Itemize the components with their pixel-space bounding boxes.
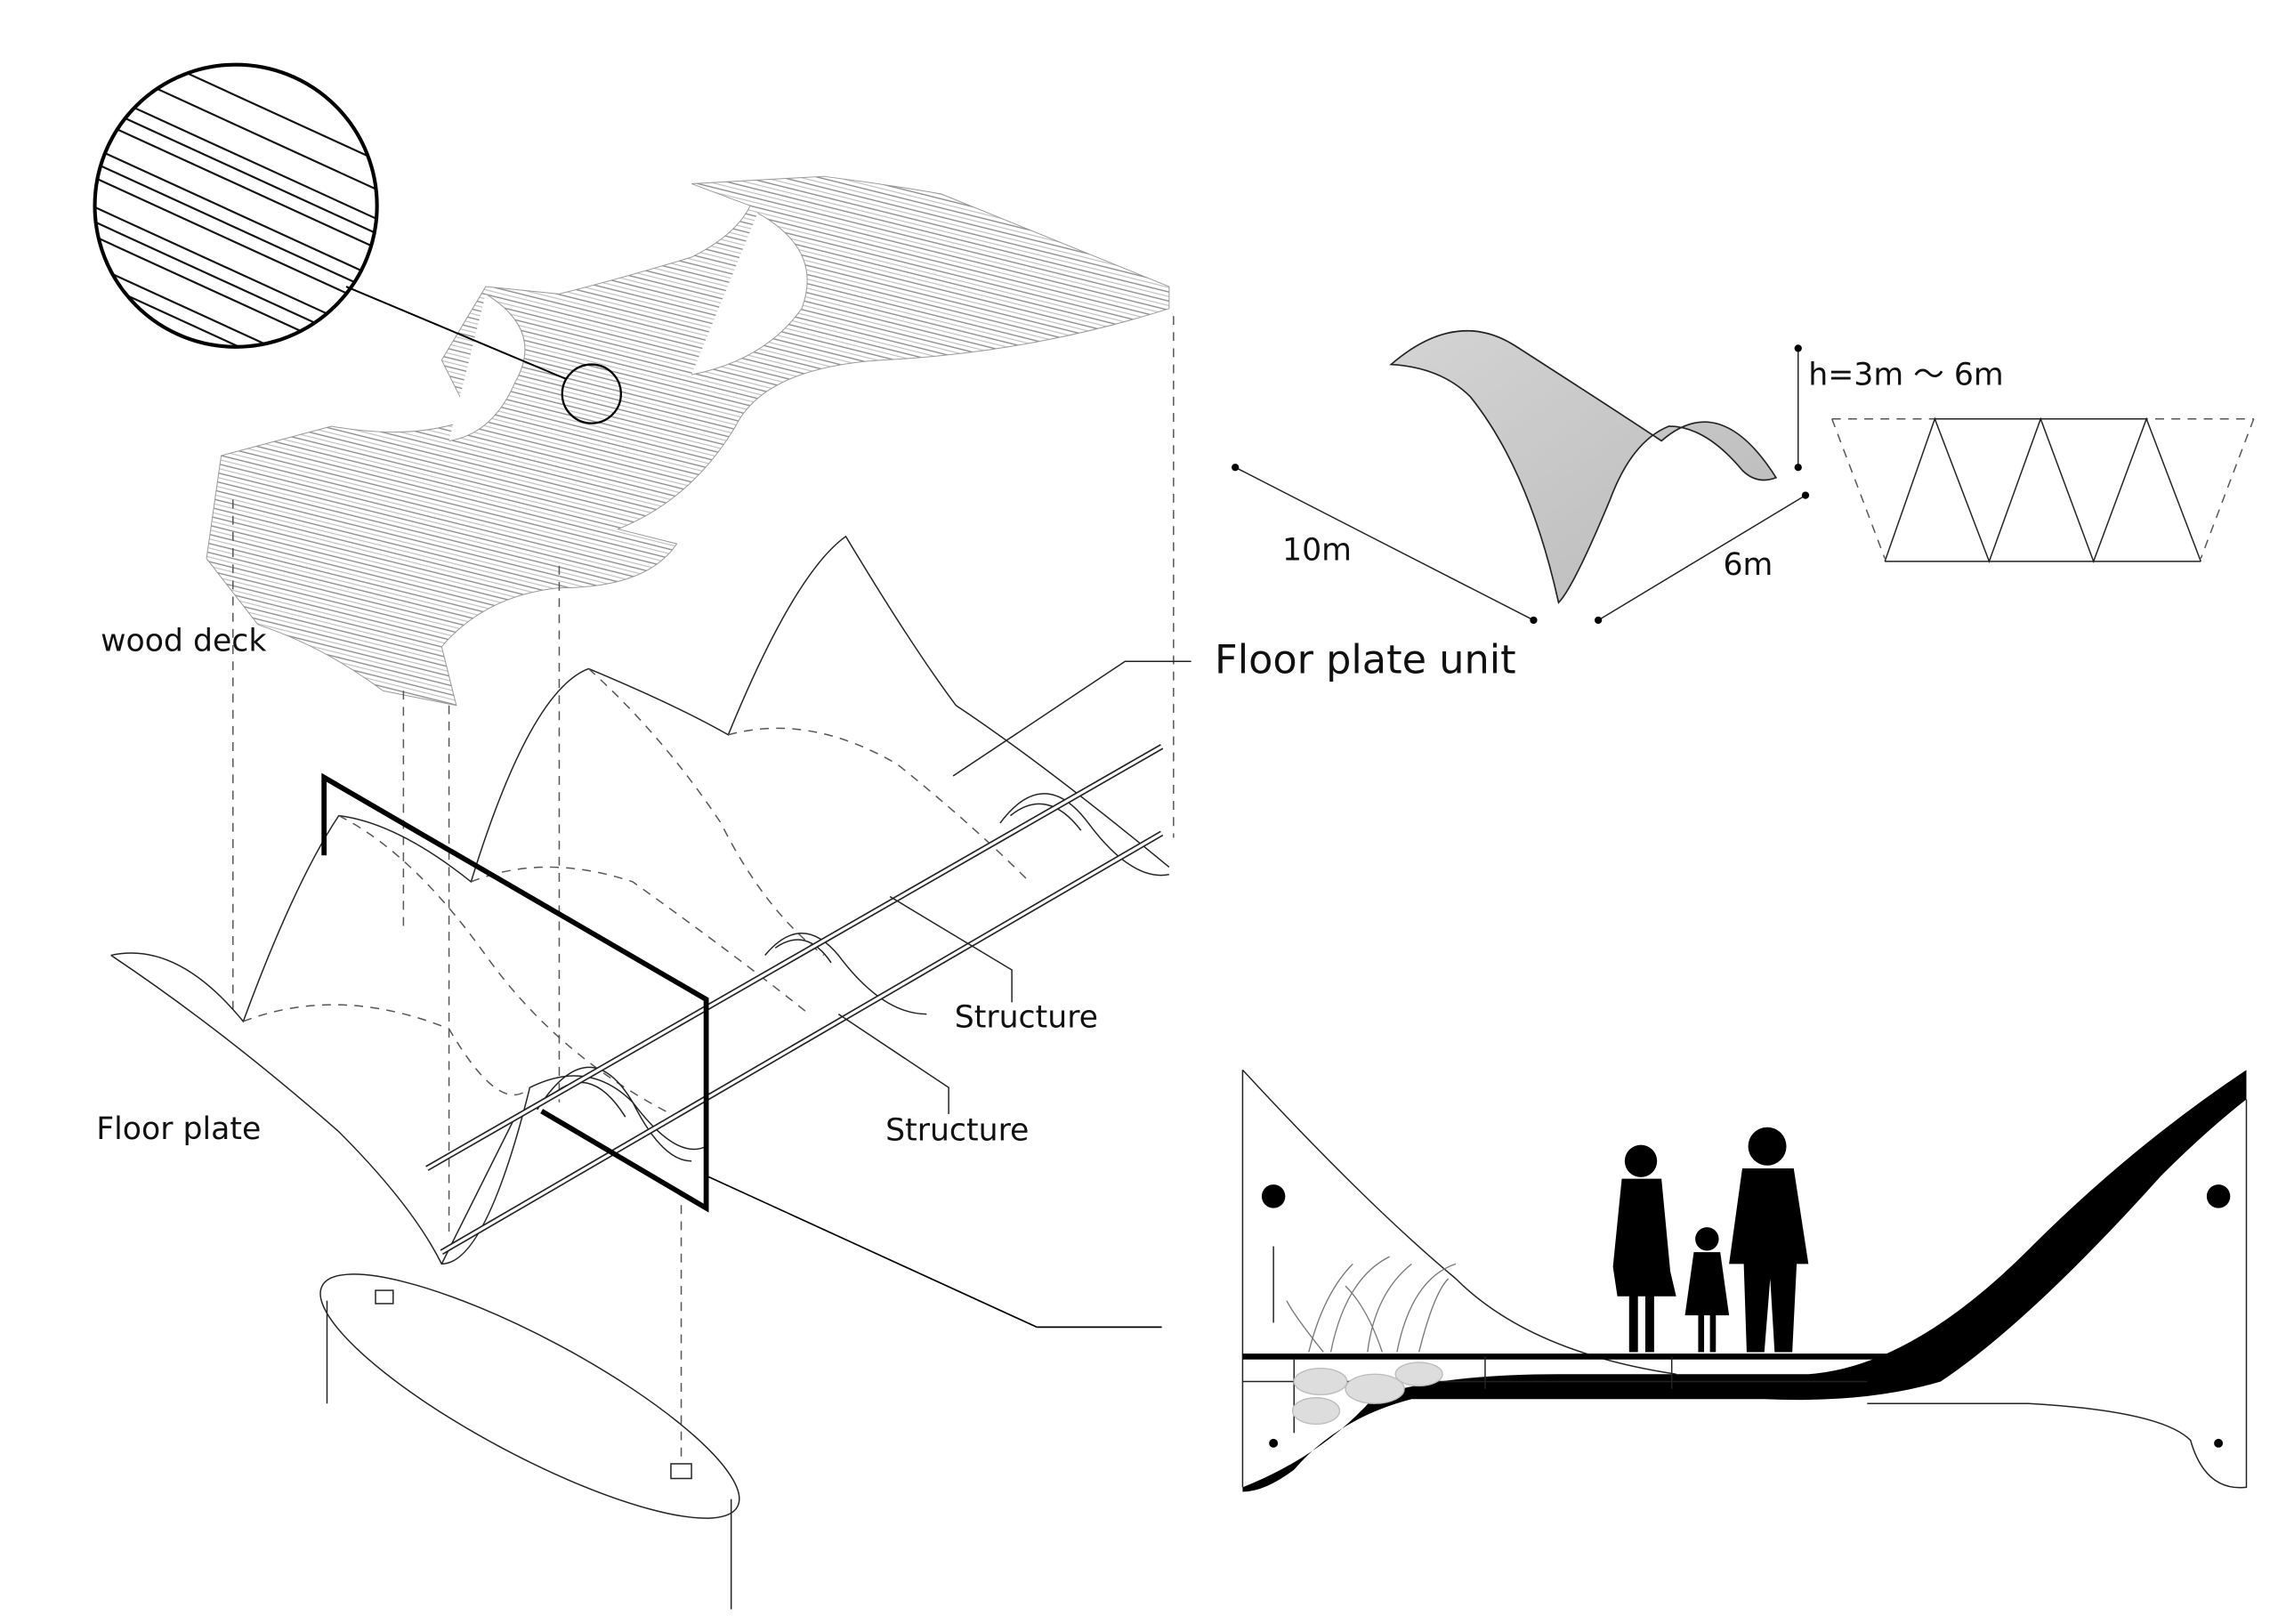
section-frame	[321, 772, 1162, 1329]
label-wood-deck: wood deck	[101, 624, 266, 659]
label-length: 10m	[1282, 532, 1352, 568]
label-height-range: h=3m ～ 6m	[1808, 358, 2003, 393]
label-floor-plate-unit: Floor plate unit	[1215, 636, 1516, 683]
section-drawing	[1241, 1069, 2248, 1492]
child-silhouette	[1684, 1227, 1730, 1353]
label-structure-1: Structure	[955, 999, 1098, 1035]
wood-deck	[206, 175, 1170, 707]
column	[319, 1273, 740, 1610]
floor-plate-unit-shell	[1232, 329, 1810, 625]
label-structure-2: Structure	[885, 1113, 1029, 1149]
leader-lines	[837, 660, 1192, 1114]
label-width: 6m	[1724, 547, 1773, 583]
truss-diagram	[1831, 416, 2255, 564]
people-silhouettes	[1612, 1127, 1809, 1353]
structure-pipes	[425, 744, 1164, 1256]
woman-silhouette	[1612, 1144, 1676, 1353]
man-silhouette	[1729, 1127, 1809, 1353]
floor-plate-surface	[110, 535, 1170, 1265]
label-floor-plate: Floor plate	[96, 1111, 261, 1147]
projection-lines	[232, 316, 1175, 1463]
